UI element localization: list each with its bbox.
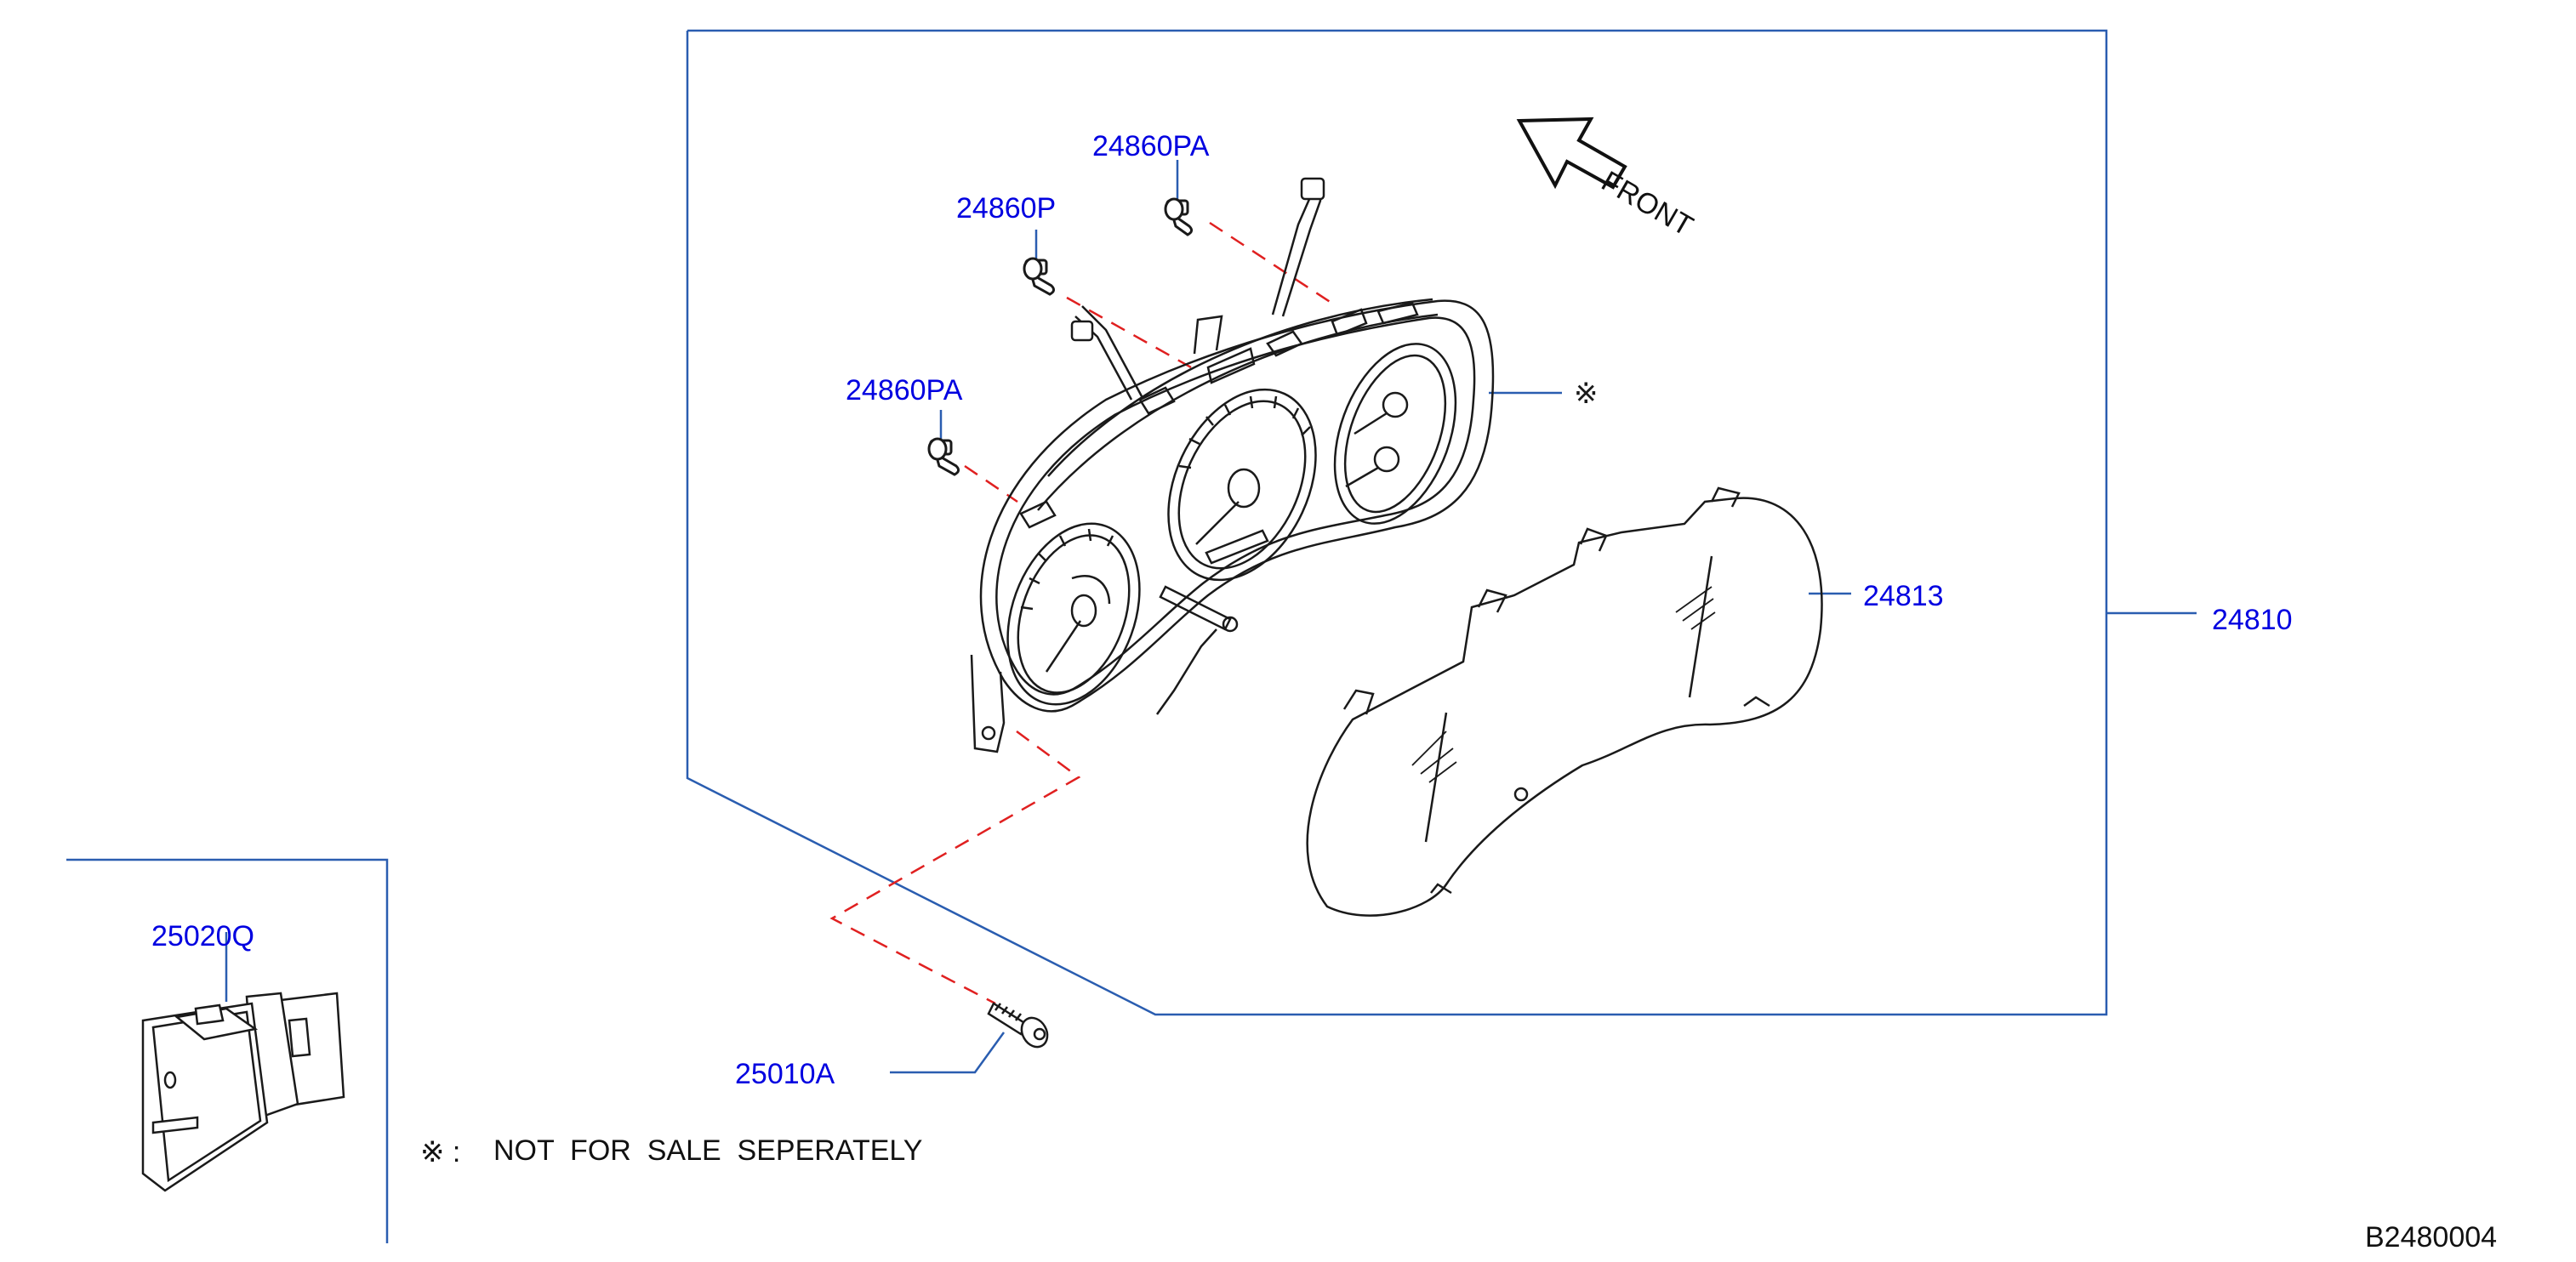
screw-icon [987,1002,1049,1049]
callout-bulb-left: 24860PA [846,374,963,406]
meter-lens [1306,486,1823,917]
bulb-socket-left-icon [927,437,960,476]
callout-screw: 25010A [735,1058,835,1090]
callout-leaders [225,160,2197,1074]
bulb-socket-mid-icon [1023,257,1056,296]
diagram-code: B2480004 [2365,1221,2497,1253]
combination-meter [970,177,1495,753]
callout-bulb-top: 24860PA [1092,130,1210,162]
callout-lens: 24813 [1863,580,1944,612]
bulb-socket-top-icon [1164,197,1194,236]
assembly-frame [686,29,2108,1016]
front-arrow-icon [1516,117,1627,190]
callout-cluster-assembly: 24810 [2212,604,2293,636]
cluster-note-mark: ※ [1574,378,1599,410]
callout-switch: 25020Q [151,920,254,952]
note-text: NOT FOR SALE SEPERATELY [493,1134,922,1167]
switch-icon [141,992,345,1192]
note-mark: ※ : [420,1136,460,1168]
callout-labels: 24860PA 24860P 24860PA 24813 24810 25020… [151,130,2293,1090]
switch-frame [66,858,389,1243]
hidden-lines [829,221,1335,1005]
callout-bulb-mid: 24860P [956,192,1056,225]
front-label: FRONT [1596,165,1698,242]
